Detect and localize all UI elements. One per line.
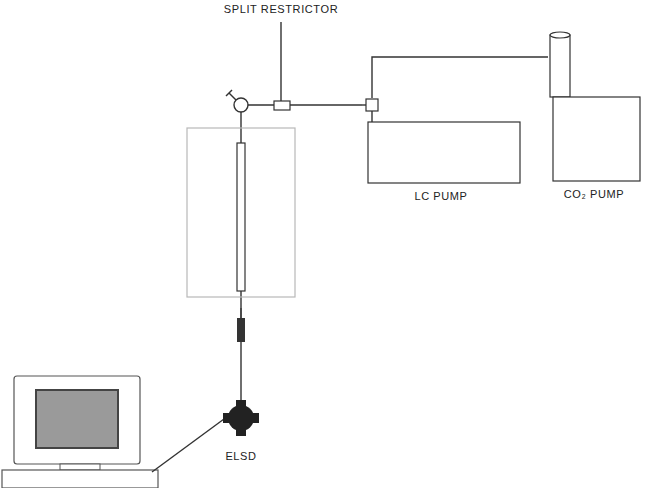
part-label: SPLIT RESTRICTOR: [222, 3, 340, 16]
co2-pump: CO₂ PUMP: [548, 30, 640, 181]
tubing-line: [298, 104, 362, 105]
node-outline: [264, 22, 298, 112]
split-restrictor: SPLIT RESTRICTOR: [264, 22, 298, 112]
tubing-line: [372, 57, 548, 98]
column: [237, 143, 245, 291]
node-outline: [362, 98, 520, 183]
elsd-detector: ELSD: [223, 400, 259, 436]
node-outline: [548, 30, 640, 181]
lc-pump: LC PUMP: [362, 98, 520, 183]
part-label: CO₂ PUMP: [562, 188, 626, 201]
injection-valve: [226, 90, 248, 112]
union-fitting: [237, 318, 245, 342]
column-oven: [187, 128, 295, 297]
computer: [2, 376, 158, 488]
data-cable: [152, 419, 224, 472]
part-label: ELSD: [223, 450, 258, 463]
part-label: LC PUMP: [412, 190, 469, 203]
node-outline: [223, 400, 259, 436]
